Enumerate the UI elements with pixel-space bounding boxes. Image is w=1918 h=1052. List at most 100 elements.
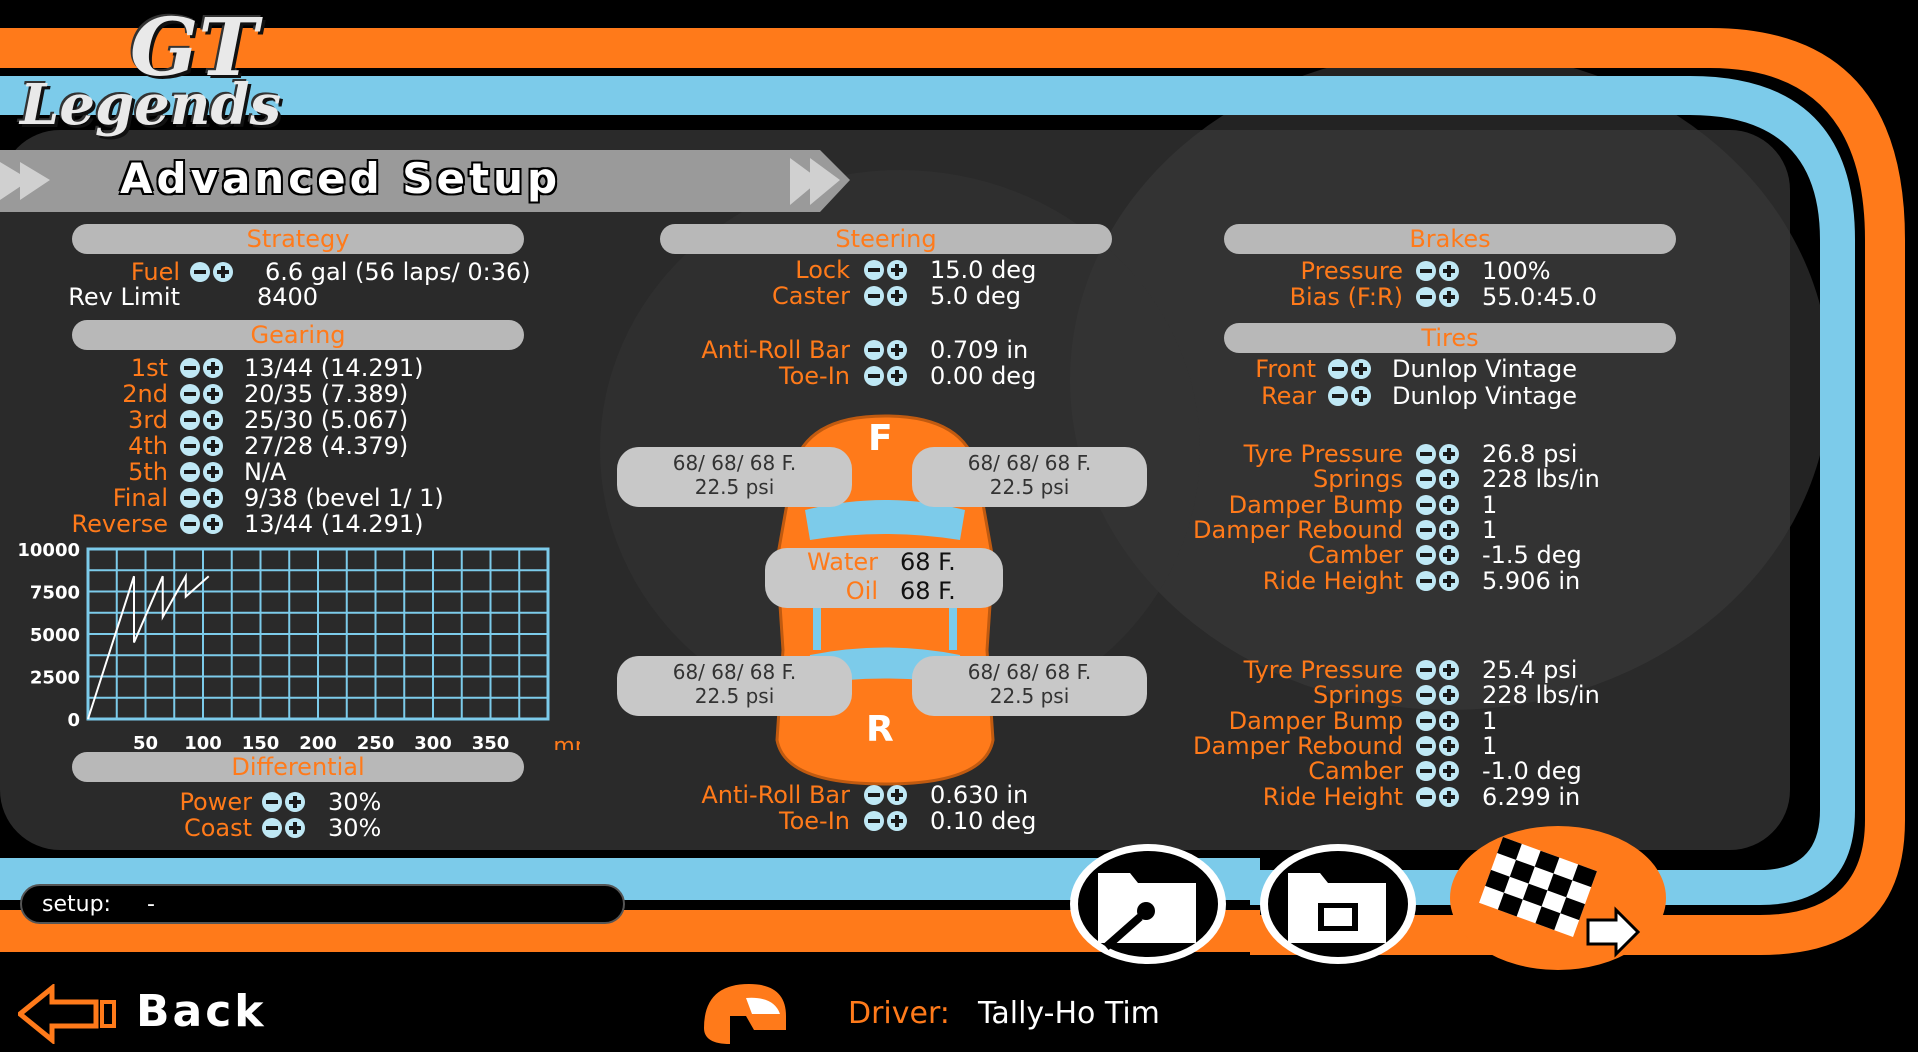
brake-pressure-increase-button[interactable] (1439, 261, 1459, 281)
caster-increase-button[interactable] (887, 286, 907, 306)
front-arb-decrease-button[interactable] (864, 340, 884, 360)
rear-toe-decrease-button[interactable] (864, 811, 884, 831)
front-tyre-pressure-increase-button[interactable] (1439, 444, 1459, 464)
back-label: Back (136, 986, 267, 1037)
brake-bias-label: Bias (F:R) (1289, 283, 1403, 311)
rev-limit-row: Rev Limit 8400 (0, 284, 650, 310)
water-value: 68 F. (900, 548, 956, 576)
rear-damper-bump-increase-button[interactable] (1439, 710, 1459, 731)
fuel-label: Fuel (130, 258, 180, 286)
rear-tyre-pressure-decrease-button[interactable] (1416, 660, 1436, 680)
rear-camber-decrease-button[interactable] (1416, 761, 1436, 782)
front-damper-rebound-increase-button[interactable] (1439, 519, 1459, 540)
gear-increase-button[interactable] (203, 410, 223, 430)
gear-increase-button[interactable] (203, 462, 223, 482)
gear-row: Final 9/38 (bevel 1/ 1) (0, 485, 520, 511)
brake-bias-decrease-button[interactable] (1416, 287, 1436, 307)
save-setup-button[interactable] (1258, 843, 1418, 965)
fuel-decrease-button[interactable] (190, 262, 210, 282)
rear-tyre-pressure-increase-button[interactable] (1439, 660, 1459, 680)
gear-increase-button[interactable] (203, 384, 223, 404)
gear-decrease-button[interactable] (180, 358, 200, 378)
engine-temps: Water 68 F. Oil 68 F. (765, 548, 1003, 608)
gear-decrease-button[interactable] (180, 462, 200, 482)
chart-y-tick-label: 5000 (30, 625, 80, 646)
gear-decrease-button[interactable] (180, 488, 200, 508)
rear-springs-value: 228 lbs/in (1482, 681, 1600, 710)
front-springs-decrease-button[interactable] (1416, 469, 1436, 490)
front-toe-decrease-button[interactable] (864, 366, 884, 386)
rear-damper-bump-decrease-button[interactable] (1416, 710, 1436, 731)
chart-x-tick-label: 200 (299, 733, 337, 750)
front-tire-increase-button[interactable] (1351, 359, 1371, 379)
lock-increase-button[interactable] (887, 260, 907, 280)
rear-damper-rebound-increase-button[interactable] (1439, 735, 1459, 756)
front-damper-rebound-decrease-button[interactable] (1416, 519, 1436, 540)
steering-header: Steering (660, 224, 1112, 254)
fuel-increase-button[interactable] (213, 262, 233, 282)
front-damper-bump-increase-button[interactable] (1439, 494, 1459, 515)
front-tire-row: Front Dunlop Vintage (0, 356, 1700, 382)
coast-decrease-button[interactable] (262, 818, 282, 838)
front-toe-increase-button[interactable] (887, 366, 907, 386)
rear-toe-increase-button[interactable] (887, 811, 907, 831)
gear-decrease-button[interactable] (180, 384, 200, 404)
gear-increase-button[interactable] (203, 358, 223, 378)
rear-arb-decrease-button[interactable] (864, 785, 884, 805)
front-damper-bump-decrease-button[interactable] (1416, 494, 1436, 515)
rear-ride-height-decrease-button[interactable] (1416, 786, 1436, 807)
driver-name[interactable]: Tally-Ho Tim (978, 996, 1160, 1031)
gear-increase-button[interactable] (203, 514, 223, 534)
front-camber-increase-button[interactable] (1439, 545, 1459, 566)
rear-tire-label: Rear (1261, 382, 1316, 410)
lock-decrease-button[interactable] (864, 260, 884, 280)
rear-springs-increase-button[interactable] (1439, 685, 1459, 706)
gear-increase-button[interactable] (203, 488, 223, 508)
front-camber-value: -1.5 deg (1482, 541, 1582, 570)
brake-pressure-decrease-button[interactable] (1416, 261, 1436, 281)
gear-decrease-button[interactable] (180, 410, 200, 430)
rear-ride-height-increase-button[interactable] (1439, 786, 1459, 807)
caster-decrease-button[interactable] (864, 286, 884, 306)
front-tyre-pressure-decrease-button[interactable] (1416, 444, 1436, 464)
front-damper-bump-value: 1 (1482, 490, 1498, 519)
rear-tire-value: Dunlop Vintage (1392, 382, 1578, 410)
power-increase-button[interactable] (285, 792, 305, 812)
brake-bias-increase-button[interactable] (1439, 287, 1459, 307)
gear-decrease-button[interactable] (180, 514, 200, 534)
front-tire-decrease-button[interactable] (1328, 359, 1348, 379)
power-decrease-button[interactable] (262, 792, 282, 812)
gear-value: 9/38 (bevel 1/ 1) (244, 484, 444, 512)
page-title: Advanced Setup (120, 154, 562, 203)
back-button[interactable]: Back (18, 984, 308, 1044)
chart-y-tick-label: 10000 (17, 540, 80, 561)
front-tire-value: Dunlop Vintage (1392, 355, 1578, 383)
rear-arb-increase-button[interactable] (887, 785, 907, 805)
gear-increase-button[interactable] (203, 436, 223, 456)
front-arb-increase-button[interactable] (887, 340, 907, 360)
load-setup-button[interactable] (1068, 843, 1228, 965)
race-button[interactable] (1448, 822, 1668, 972)
load-setup-icon (1098, 873, 1196, 950)
rear-damper-rebound-decrease-button[interactable] (1416, 735, 1436, 756)
rear-springs-decrease-button[interactable] (1416, 685, 1436, 706)
coast-increase-button[interactable] (285, 818, 305, 838)
rear-tire-decrease-button[interactable] (1328, 386, 1348, 406)
rear-camber-row: Camber-1.0 deg (0, 758, 1700, 784)
setup-name-field[interactable]: setup: - (20, 884, 625, 924)
brake-bias-row: Bias (F:R) 55.0:45.0 (0, 284, 1700, 310)
rear-tire-increase-button[interactable] (1351, 386, 1371, 406)
rear-camber-value: -1.0 deg (1482, 757, 1582, 786)
front-ride-height-increase-button[interactable] (1439, 570, 1459, 591)
lock-label: Lock (795, 256, 850, 284)
front-camber-decrease-button[interactable] (1416, 545, 1436, 566)
front-arb-row: Anti-Roll Bar 0.709 in (0, 337, 1100, 363)
front-springs-increase-button[interactable] (1439, 469, 1459, 490)
rear-camber-increase-button[interactable] (1439, 761, 1459, 782)
gear-decrease-button[interactable] (180, 436, 200, 456)
front-ride-height-decrease-button[interactable] (1416, 570, 1436, 591)
